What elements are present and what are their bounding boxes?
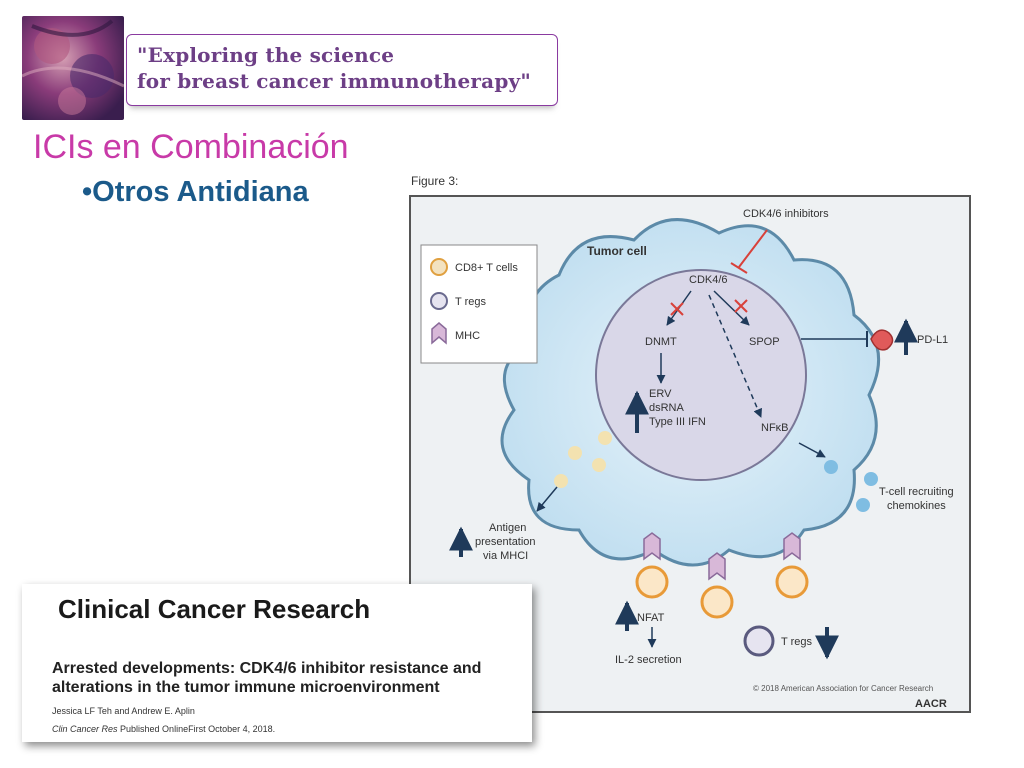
inhibitor-label: CDK4/6 inhibitors xyxy=(743,208,829,220)
figure-label: Figure 3: xyxy=(411,174,459,188)
cdk-spop-arrow xyxy=(713,290,750,326)
antigen-dot xyxy=(568,446,582,460)
chemokine-dot xyxy=(864,472,878,486)
legend-mhc-icon xyxy=(431,322,447,345)
inhibitor-bar xyxy=(730,262,748,274)
logo-image xyxy=(22,16,124,120)
tumor-cell-label: Tumor cell xyxy=(587,244,647,258)
legend-label-cd8: CD8+ T cells xyxy=(455,262,518,274)
chemokine-dot xyxy=(856,498,870,512)
cdk-label: CDK4/6 xyxy=(689,274,728,286)
inhibitor-line xyxy=(738,229,768,268)
antigen-dot xyxy=(598,431,612,445)
citation-title-line-1: Arrested developments: CDK4/6 inhibitor … xyxy=(52,660,482,677)
citation-journal: Clinical Cancer Research xyxy=(58,594,371,624)
citation-journal-abbrev: Clin Cancer Res xyxy=(52,724,118,734)
nfat-label: NFAT xyxy=(637,612,665,624)
cd8-t-cell xyxy=(775,565,809,599)
antigen-arrow xyxy=(536,486,558,512)
cd8-t-cell xyxy=(635,565,669,599)
spop-label: SPOP xyxy=(749,336,780,348)
cd8-t-cell xyxy=(700,585,734,619)
chemokines-label-2: chemokines xyxy=(887,500,946,512)
legend-label-treg: T regs xyxy=(455,296,486,308)
mhc-molecule xyxy=(783,532,801,561)
copyright-text: © 2018 American Association for Cancer R… xyxy=(753,684,933,693)
tregs-label: T regs xyxy=(781,636,812,648)
pdl1-receptor-icon xyxy=(870,329,894,351)
mhc-molecule xyxy=(708,552,726,581)
antigen-label-1: Antigen xyxy=(489,522,526,534)
citation-published: Clin Cancer Res Published OnlineFirst Oc… xyxy=(52,724,275,734)
dnmt-label: DNMT xyxy=(645,336,677,348)
antigen-dot xyxy=(592,458,606,472)
slide-bullet: •Otros Antidiana xyxy=(82,176,309,208)
pdl1-label: PD-L1 xyxy=(917,334,948,346)
type3ifn-label: Type III IFN xyxy=(649,416,706,428)
citation-title-line-2: alterations in the tumor immune microenv… xyxy=(52,679,440,696)
antigen-dot xyxy=(554,474,568,488)
header-banner: "Exploring the science for breast cancer… xyxy=(126,34,558,106)
figure-panel: CD8+ T cells T regs MHC CDK4/6 inhibitor… xyxy=(409,195,971,713)
nucleus xyxy=(595,269,807,481)
dsrna-label: dsRNA xyxy=(649,402,685,414)
slide-title: ICIs en Combinación xyxy=(33,128,349,166)
chemokine-dot xyxy=(824,460,838,474)
citation-published-date: Published OnlineFirst October 4, 2018. xyxy=(117,724,276,734)
mhc-molecule xyxy=(643,532,661,561)
nfkb-chemokine-arrow xyxy=(798,442,826,458)
chemokines-label-1: T-cell recruiting xyxy=(879,486,954,498)
antigen-label-3: via MHCI xyxy=(483,550,528,562)
legend-cd8-icon xyxy=(430,258,448,276)
legend-treg-icon xyxy=(430,292,448,310)
aacr-brand: AACR xyxy=(915,698,947,710)
legend-label-mhc: MHC xyxy=(455,330,480,342)
erv-label: ERV xyxy=(649,388,672,400)
antigen-label-2: presentation xyxy=(475,536,536,548)
citation-card: Clinical Cancer Research Arrested develo… xyxy=(22,584,532,742)
il2-label: IL-2 secretion xyxy=(615,654,682,666)
nfkb-label: NFκB xyxy=(761,422,789,434)
cdk-nfkb-dashed-arrow xyxy=(708,294,762,418)
header-line-1: "Exploring the science xyxy=(137,43,395,67)
treg-cell xyxy=(743,625,775,657)
citation-authors: Jessica LF Teh and Andrew E. Aplin xyxy=(52,706,195,716)
header-line-2: for breast cancer immunotherapy" xyxy=(137,69,531,93)
